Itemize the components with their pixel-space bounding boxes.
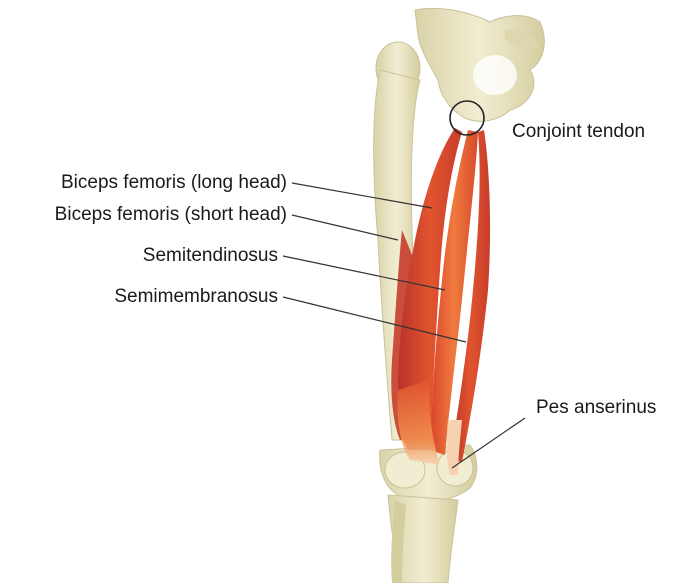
label-semitendinosus: Semitendinosus	[143, 246, 278, 265]
label-pes-anserinus: Pes anserinus	[536, 398, 656, 417]
label-biceps-femoris-long-head: Biceps femoris (long head)	[61, 173, 287, 192]
label-biceps-femoris-short-head: Biceps femoris (short head)	[55, 205, 287, 224]
label-conjoint-tendon: Conjoint tendon	[512, 122, 645, 141]
pelvis-bone	[415, 8, 544, 121]
lower-leg-bones	[388, 495, 458, 583]
label-semimembranosus: Semimembranosus	[114, 287, 278, 306]
